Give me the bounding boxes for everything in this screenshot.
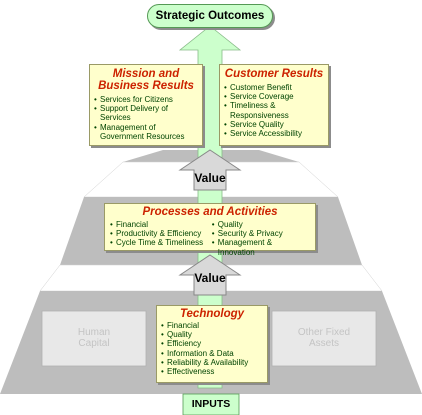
processes-item: Financial (109, 220, 211, 229)
technology-items-list: Financial Quality Efficiency Information… (160, 321, 264, 376)
value-label-upper: Value (194, 171, 226, 185)
customer-item: Service Accessibility (223, 129, 325, 138)
technology-item: Effectiveness (160, 367, 264, 376)
technology-title: Technology (179, 308, 245, 320)
technology-item: Reliability & Availability (160, 358, 264, 367)
customer-title: Customer Results (224, 68, 324, 80)
technology-item: Financial (160, 321, 264, 330)
mission-title-line1: Mission and (112, 68, 180, 80)
human-capital-label: Human Capital (42, 327, 146, 349)
human-capital-line1: Human (77, 327, 111, 338)
technology-item: Information & Data (160, 349, 264, 358)
customer-results-box: Customer Results Customer Benefit Servic… (219, 64, 329, 146)
processes-item: Cycle Time & Timeliness (109, 238, 211, 247)
customer-item: Service Quality (223, 120, 325, 129)
value-arrow-lower (178, 254, 242, 296)
customer-items-list: Customer Benefit Service Coverage Timeli… (223, 83, 325, 138)
processes-item: Quality (211, 220, 311, 229)
mission-business-results-box: Mission and Business Results Services fo… (89, 64, 203, 146)
processes-item: Security & Privacy (211, 229, 311, 238)
processes-item: Management & Innovation (211, 238, 311, 256)
human-capital-box (41, 310, 147, 367)
mission-items-list: Services for Citizens Support Delivery o… (93, 95, 199, 141)
other-assets-line2: Assets (308, 338, 339, 349)
mission-item: Management of Government Resources (93, 123, 199, 141)
inputs-box (182, 393, 240, 415)
strategic-outcomes-label: Strategic Outcomes (147, 4, 273, 28)
processes-left-list: Financial Productivity & Efficiency Cycl… (109, 220, 211, 257)
human-capital-line2: Capital (78, 338, 110, 349)
mission-item: Services for Citizens (93, 95, 199, 104)
mission-title-line2: Business Results (98, 80, 194, 92)
customer-item: Timeliness & Responsiveness (223, 101, 302, 119)
other-assets-line1: Other Fixed (297, 327, 351, 338)
other-fixed-assets-box (271, 310, 377, 367)
processes-item: Productivity & Efficiency (109, 229, 211, 238)
value-arrow-upper (178, 149, 242, 191)
customer-item: Customer Benefit (223, 83, 325, 92)
technology-item: Efficiency (160, 339, 264, 348)
technology-box: Technology Financial Quality Efficiency … (156, 305, 268, 383)
processes-right-list: Quality Security & Privacy Management & … (211, 220, 311, 257)
mission-item: Support Delivery of Services (93, 104, 190, 122)
inputs-label: INPUTS (191, 398, 231, 410)
other-fixed-assets-label: Other Fixed Assets (272, 327, 376, 349)
processes-activities-box: Processes and Activities Financial Produ… (104, 203, 316, 257)
technology-item: Quality (160, 330, 264, 339)
customer-item: Service Coverage (223, 92, 325, 101)
value-label-lower: Value (194, 271, 226, 285)
processes-title: Processes and Activities (142, 206, 278, 218)
